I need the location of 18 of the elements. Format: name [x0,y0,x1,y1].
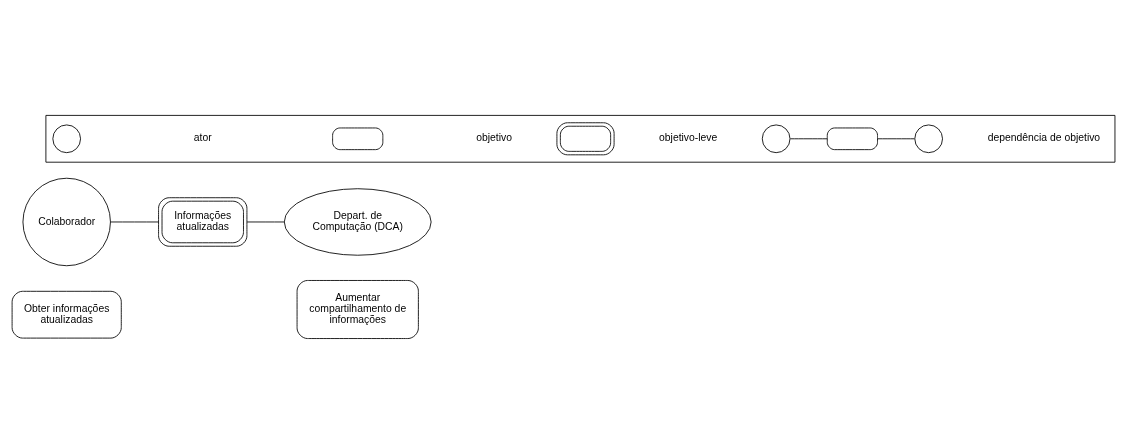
node-box [332,127,384,151]
connector [789,138,828,140]
legend-label: objetivo [476,132,512,144]
node-box: Aumentar compartilhamento de informações [296,280,419,339]
node-ellipse: Depart. de Computação (DCA) [283,188,432,256]
node-box [826,127,878,151]
node-circle [52,124,81,154]
legend-label: objetivo-leve [659,132,718,144]
legend-label: ator [193,132,212,144]
node-circle [761,124,791,154]
connector [877,138,915,140]
connector [110,221,159,223]
node-circle [914,124,943,154]
legend-label: dependência de objetivo [987,132,1101,144]
node-circle: Colaborador [22,177,111,267]
connector [246,221,285,223]
cluster [45,114,1116,163]
node-box: Obter informações atualizadas [11,290,122,339]
